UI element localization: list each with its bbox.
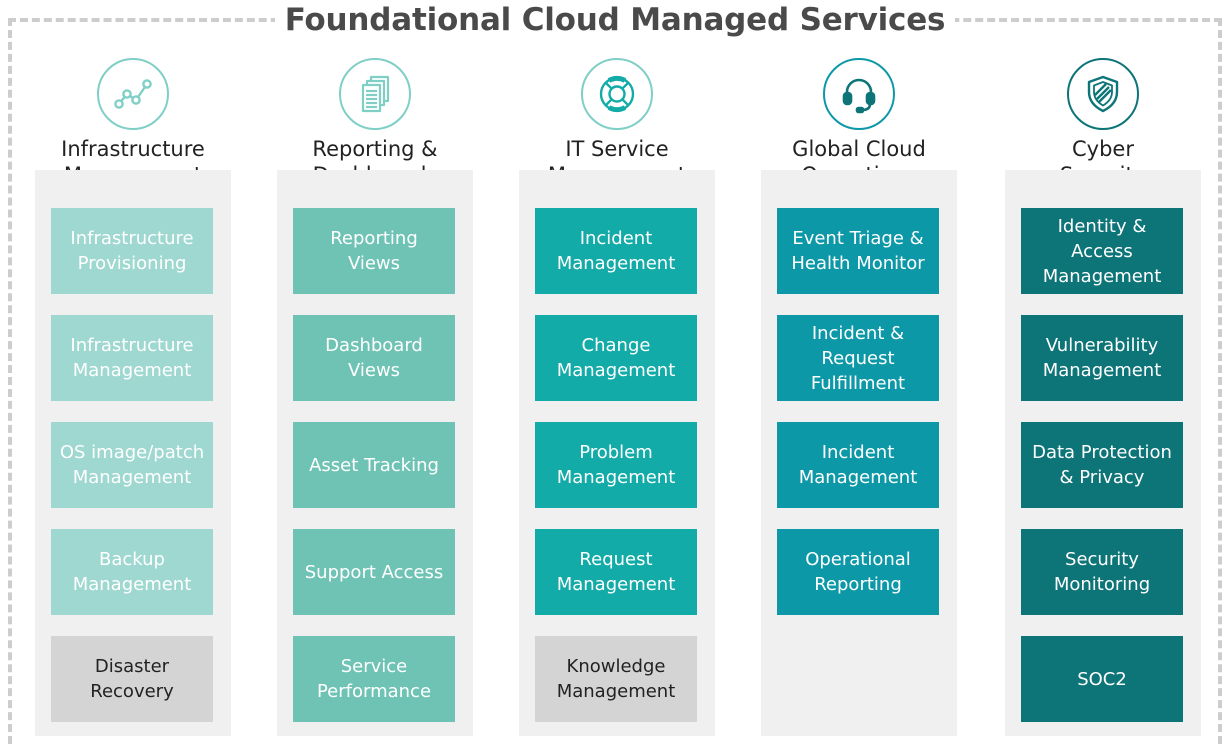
shield-icon [1067, 58, 1139, 130]
title-wrap: Foundational Cloud Managed Services [0, 0, 1230, 40]
card-data-protection-privacy[interactable]: Data Protection& Privacy [1021, 422, 1183, 508]
headset-icon [823, 58, 895, 130]
graph-nodes-icon [97, 58, 169, 130]
card-soc2[interactable]: SOC2 [1021, 636, 1183, 722]
page-title: Foundational Cloud Managed Services [274, 0, 956, 40]
panel-global-cloud-operations: Event Triage &Health Monitor Incident &R… [761, 170, 957, 736]
documents-icon [339, 58, 411, 130]
card-asset-tracking[interactable]: Asset Tracking [293, 422, 455, 508]
card-event-triage-health-monitor[interactable]: Event Triage &Health Monitor [777, 208, 939, 294]
lifebuoy-icon [581, 58, 653, 130]
card-support-access[interactable]: Support Access [293, 529, 455, 615]
